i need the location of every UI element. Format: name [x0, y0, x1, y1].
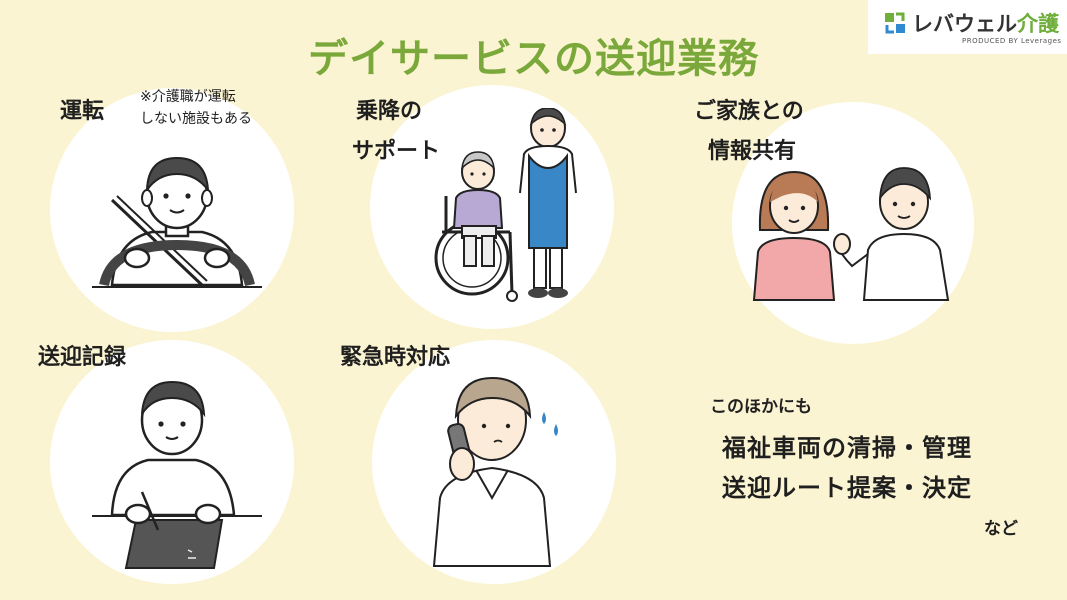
- task-note-driving-1: ※介護職が運転: [140, 89, 236, 105]
- task-label-family-1: ご家族との: [694, 99, 804, 124]
- brand-logo-icon: [885, 12, 905, 34]
- task-label-driving: 運転: [60, 99, 105, 124]
- brand-tagline: PRODUCED BY Leverages: [962, 37, 1062, 45]
- task-label-record: 送迎記録: [38, 345, 127, 370]
- task-label-emergency: 緊急時対応: [340, 345, 451, 370]
- brand-name-main: レバウェル: [912, 12, 1017, 36]
- task-note-driving-2: しない施設もある: [140, 111, 252, 127]
- extras-line-2: 送迎ルート提案・決定: [722, 474, 972, 502]
- page-title: デイサービスの送迎業務: [308, 36, 759, 82]
- writing-record-illustration: [92, 380, 262, 569]
- brand-name-accent: 介護: [1017, 12, 1059, 36]
- phone-emergency-illustration: [432, 376, 558, 567]
- task-label-boarding-1: 乗降の: [356, 99, 423, 124]
- extras-intro: このほかにも: [710, 397, 812, 417]
- task-label-family-2: 情報共有: [708, 139, 797, 164]
- extras-line-1: 福祉車両の清掃・管理: [722, 434, 972, 462]
- task-label-boarding-2: サポート: [352, 139, 441, 164]
- wheelchair-support-illustration: [434, 108, 577, 302]
- brand-name: レバウェル介護: [912, 8, 1059, 38]
- brand-logo[interactable]: レバウェル介護 PRODUCED BY Leverages: [868, 0, 1067, 54]
- driving-illustration: [92, 156, 262, 288]
- extras-suffix: など: [984, 519, 1018, 539]
- family-talk-illustration: [752, 167, 950, 301]
